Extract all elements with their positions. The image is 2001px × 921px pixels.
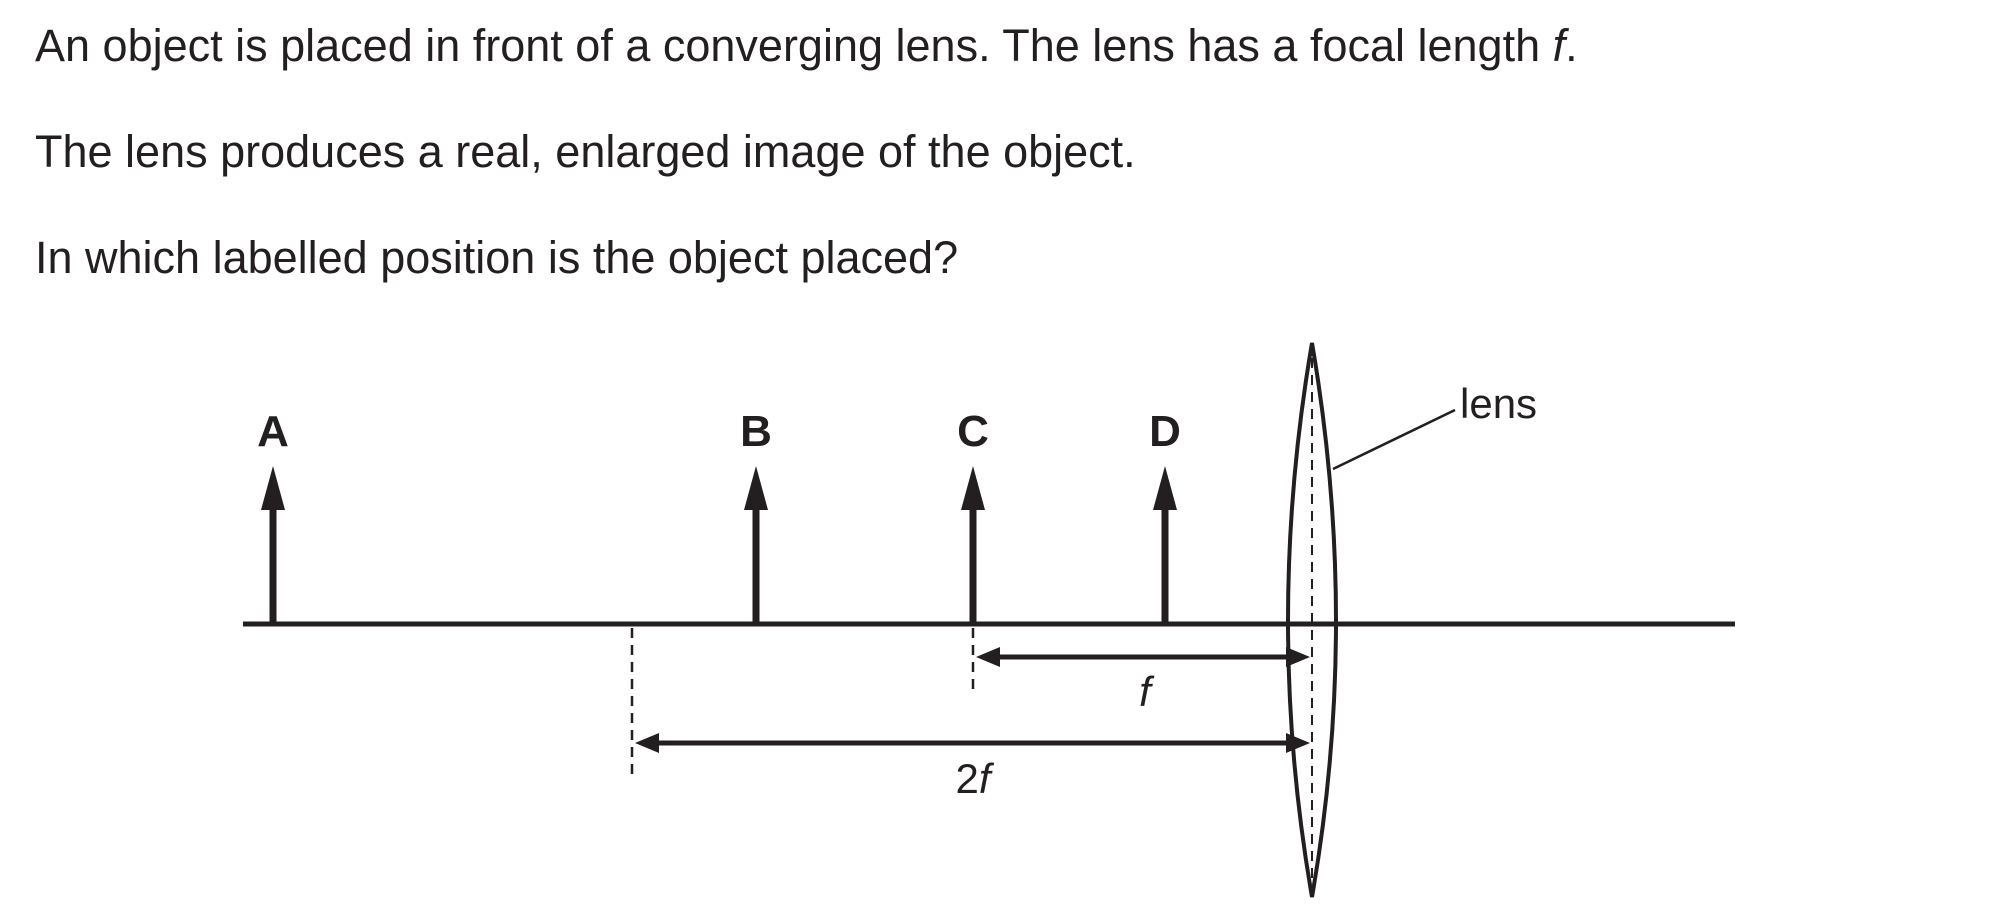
question-line-1-end: . (1565, 20, 1578, 71)
position-label-d: D (1149, 407, 1181, 456)
question-line-1: An object is placed in front of a conver… (35, 20, 1578, 72)
focal-length-symbol: f (1552, 20, 1566, 71)
lens-leader-line (1332, 408, 1456, 471)
converging-lens (1286, 342, 1338, 898)
object-arrow-c (961, 466, 985, 624)
question-line-3: In which labelled position is the object… (35, 232, 959, 283)
double-focal-prefix: 2 (955, 755, 978, 802)
object-arrow-b (744, 466, 768, 624)
double-focal-length-label: 2f (955, 755, 994, 802)
position-label-b: B (740, 407, 772, 456)
object-arrow-a (261, 466, 285, 624)
position-label-a: A (257, 407, 289, 456)
double-focal-length-arrow (635, 733, 1310, 753)
object-arrow-d (1153, 466, 1177, 624)
focal-length-arrow (976, 647, 1310, 667)
focal-length-label: f (1139, 668, 1155, 715)
question-line-2: The lens produces a real, enlarged image… (35, 126, 1136, 177)
double-focal-symbol: f (979, 755, 995, 802)
lens-label: lens (1460, 380, 1537, 427)
question-line-1-text: An object is placed in front of a conver… (35, 20, 1553, 71)
position-label-c: C (957, 407, 989, 456)
